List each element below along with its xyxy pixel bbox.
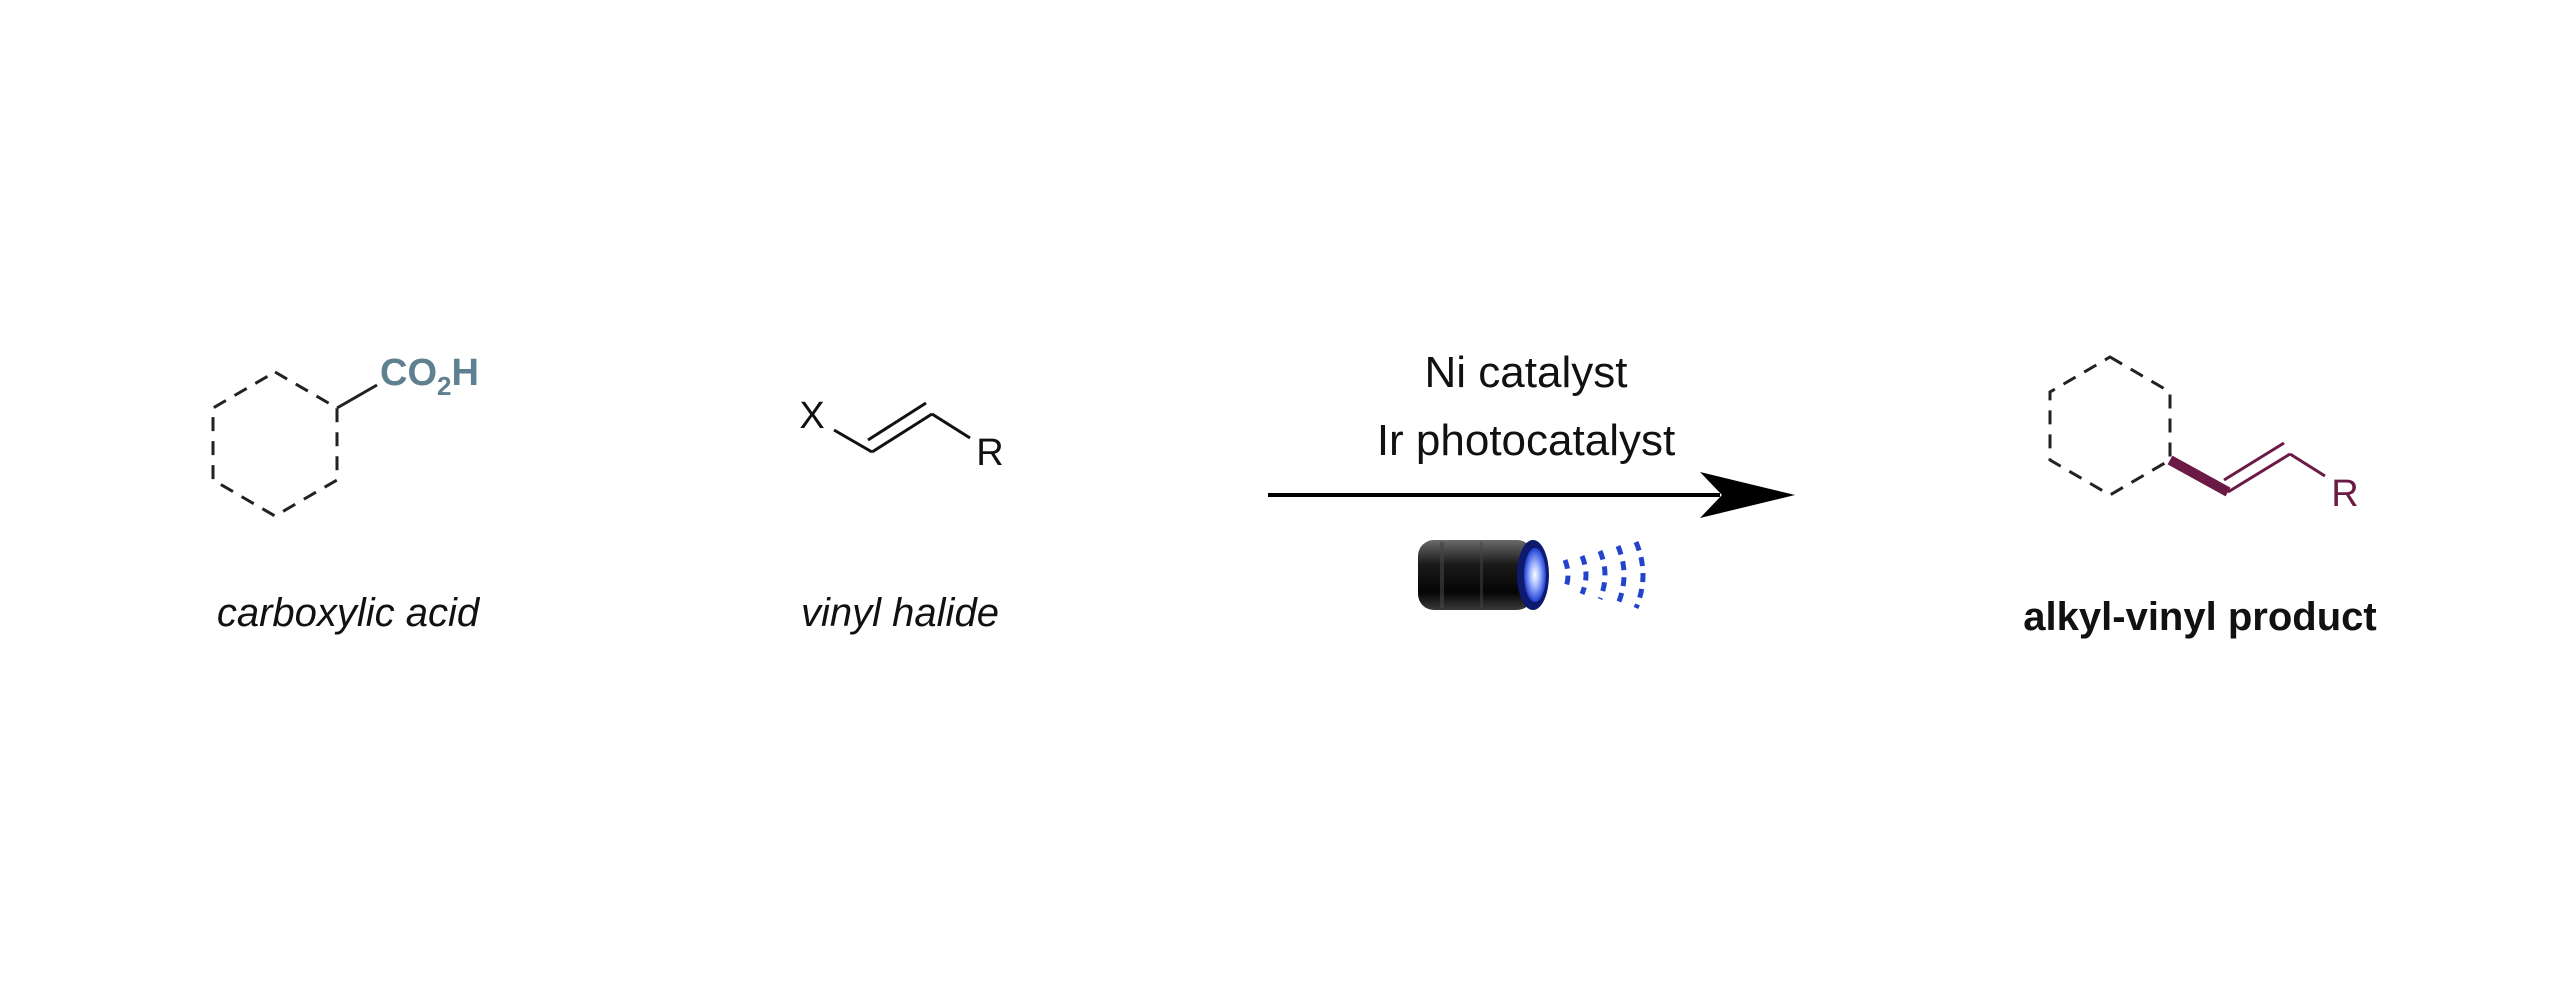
blue-led-lamp-icon xyxy=(1418,540,1549,610)
carboxyl-bond xyxy=(336,383,378,410)
product-cyclohexane-ring xyxy=(2048,355,2172,497)
condition-ir-photocatalyst: Ir photocatalyst xyxy=(1377,416,1675,465)
r-group-atom: R xyxy=(976,432,1003,474)
cyclohexane-ring xyxy=(211,370,339,518)
carboxylic-acid-structure: CO2H xyxy=(211,352,479,518)
new-bond-highlight xyxy=(2167,441,2326,497)
product-r-group-atom: R xyxy=(2331,473,2358,515)
light-emission-waves xyxy=(1562,541,1646,609)
reaction-arrow xyxy=(1268,472,1795,518)
carboxyl-subscript: 2 xyxy=(437,371,451,401)
carboxyl-group: CO2H xyxy=(380,352,479,401)
product-label: alkyl-vinyl product xyxy=(2023,595,2376,639)
halogen-atom: X xyxy=(799,395,824,437)
reactant1-label: carboxylic acid xyxy=(217,591,481,635)
carboxyl-h: H xyxy=(451,352,478,394)
vinyl-halide-structure: X R xyxy=(799,395,1003,474)
alkyl-vinyl-product-structure: R xyxy=(2048,355,2359,515)
condition-ni-catalyst: Ni catalyst xyxy=(1425,348,1628,397)
carboxyl-co: CO xyxy=(380,352,437,394)
reactant2-label: vinyl halide xyxy=(801,591,999,635)
